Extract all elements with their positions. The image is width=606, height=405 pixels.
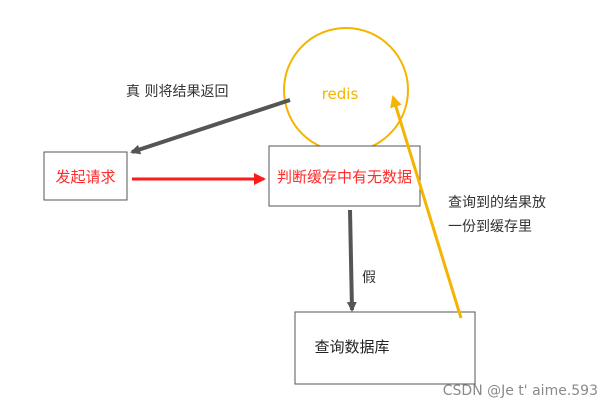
- store-cache-arrow: [390, 95, 463, 319]
- store-cache-label-line2: 一份到缓存里: [448, 219, 532, 235]
- false-label: 假: [362, 270, 376, 286]
- database-box: [294, 311, 476, 385]
- request-box: [43, 151, 128, 201]
- check-cache-node: 判断缓存中有无数据: [268, 145, 421, 207]
- check-to-database-arrow: [346, 209, 357, 312]
- request-node: 发起请求: [43, 151, 128, 201]
- check-cache-box: [268, 145, 421, 207]
- check-cache-label: 判断缓存中有无数据: [277, 168, 412, 186]
- database-label: 查询数据库: [314, 338, 389, 356]
- redis-node: redis: [283, 27, 409, 153]
- return-result-arrow: [130, 98, 291, 155]
- store-cache-label-line1: 查询到的结果放: [448, 195, 546, 211]
- database-node: 查询数据库: [294, 311, 476, 385]
- request-label: 发起请求: [55, 168, 115, 186]
- watermark: CSDN @Je t' aime.593: [442, 383, 598, 399]
- return-result-label: 真 则将结果返回: [126, 84, 228, 100]
- redis-label: redis: [322, 85, 359, 103]
